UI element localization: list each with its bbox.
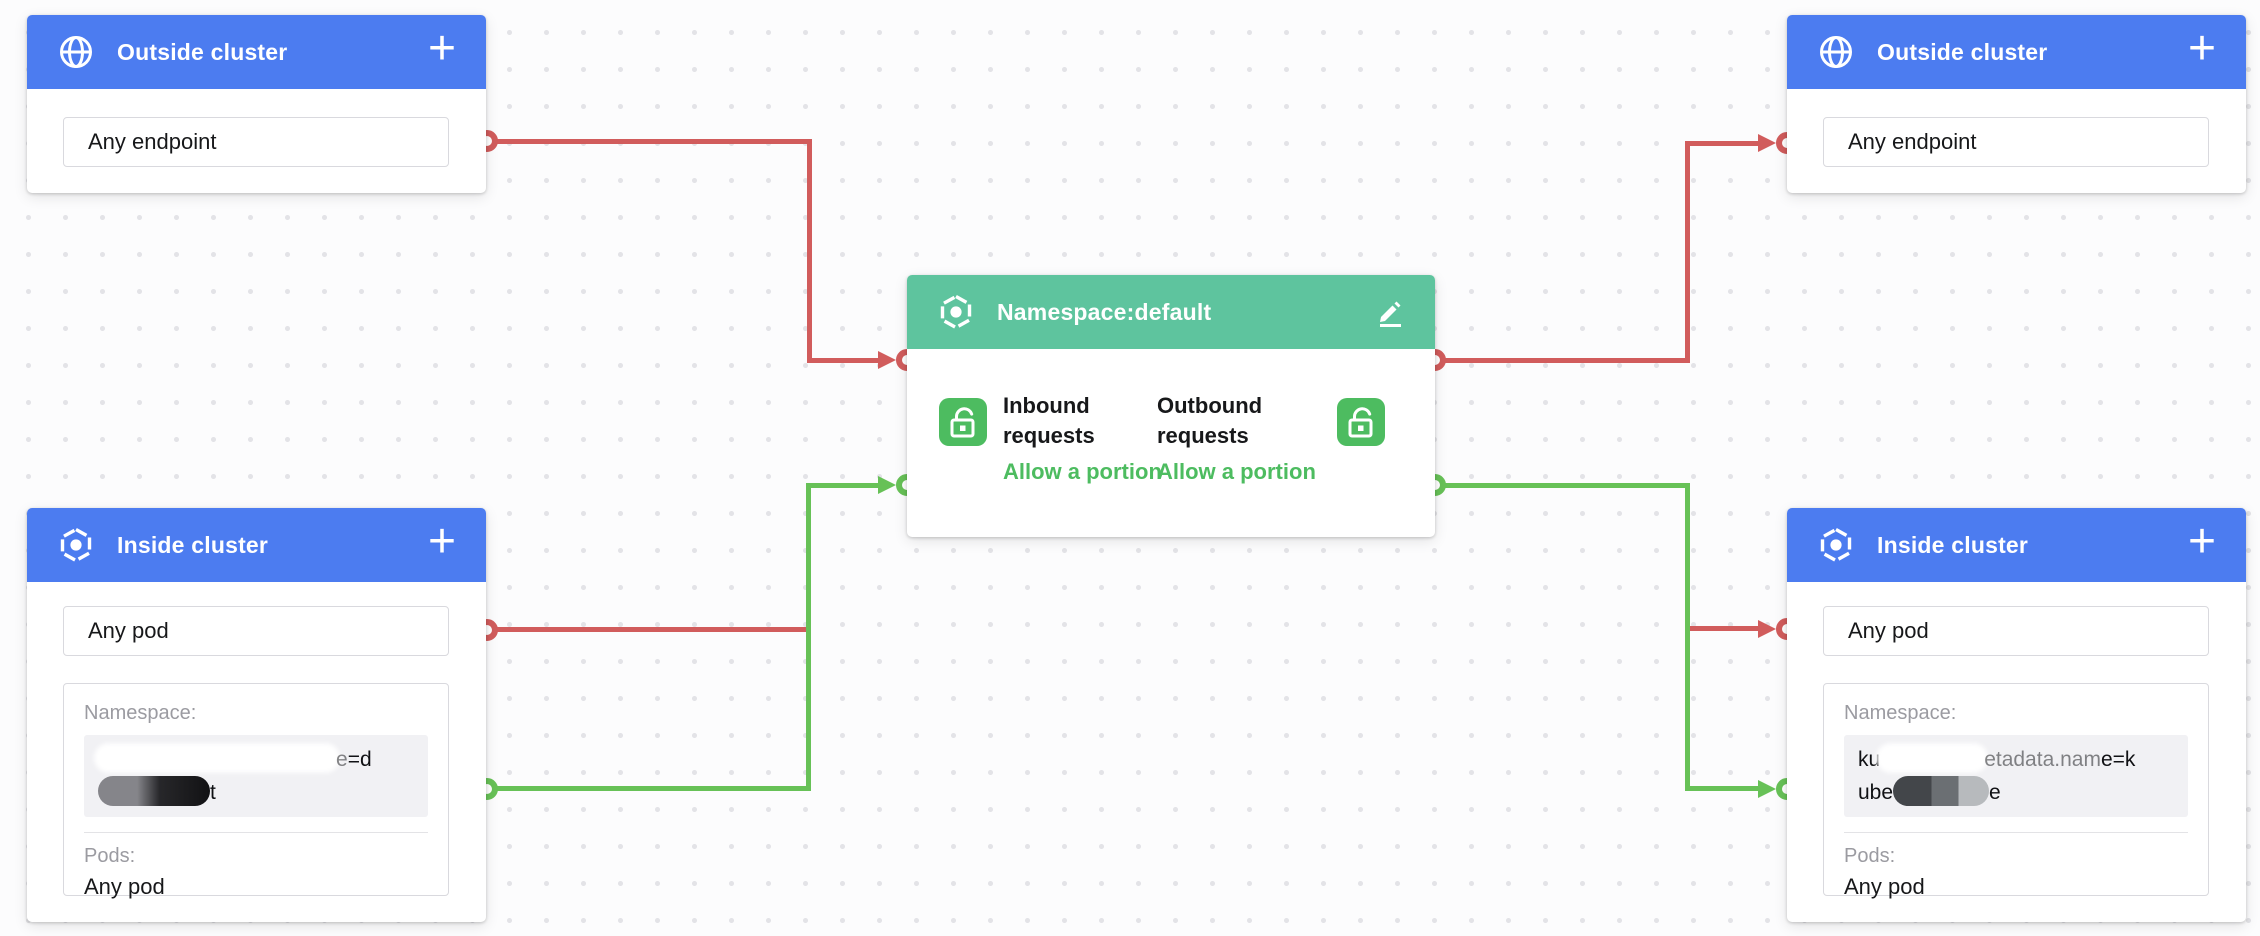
edge-red-inside-left-h (487, 627, 809, 632)
edge-red-out-of-center-h (1444, 358, 1690, 363)
endpoint-selector[interactable]: Any endpoint (63, 117, 449, 167)
outbound-requests-block: Outbound requests Allow a portion (1157, 391, 1316, 485)
edit-policy-button[interactable] (1375, 297, 1405, 327)
edge-green-left-trunk-v (806, 483, 811, 791)
inbound-allow-a-portion-link[interactable]: Allow a portion (1003, 459, 1162, 484)
namespace-label: Namespace: (84, 702, 197, 724)
inbound-requests-label: Inbound requests (1003, 393, 1095, 448)
card-header: Inside cluster + (27, 508, 486, 582)
pods-label: Pods: (1844, 845, 1896, 867)
pods-value: Any pod (1844, 874, 1925, 899)
redaction-bar (98, 776, 210, 806)
endpoint-selector[interactable]: Any endpoint (1823, 117, 2209, 167)
card-title: Outside cluster (117, 38, 288, 65)
edge-green-into-center-h (806, 483, 878, 488)
globe-icon (1820, 36, 1852, 68)
pod-selector[interactable]: Any pod (63, 606, 449, 656)
edit-pencil-icon (1380, 301, 1401, 327)
card-header: Outside cluster + (1787, 15, 2246, 89)
outbound-requests-label: Outbound requests (1157, 393, 1263, 448)
edge-red-into-center-h (807, 358, 878, 363)
card-title: Inside cluster (1877, 531, 2029, 558)
card-namespace-default: Namespace:default Inbound requests Allow… (907, 275, 1435, 537)
add-endpoint-button[interactable]: + (427, 22, 456, 75)
card-header: Outside cluster + (27, 15, 486, 89)
edge-red-left-trunk-v (807, 139, 812, 363)
arrowhead-red-inside-right (1758, 620, 1776, 638)
card-header: Namespace:default (907, 275, 1435, 349)
redaction-blur (98, 747, 336, 769)
pods-value: Any pod (84, 874, 165, 899)
pod-selector[interactable]: Any pod (1823, 606, 2209, 656)
hexagon-icon (940, 294, 972, 330)
arrowhead-red-center-in (878, 351, 896, 369)
globe-icon (60, 36, 92, 68)
arrowhead-green-inside-right (1758, 780, 1776, 798)
hexagon-icon (60, 527, 92, 563)
redaction-blur (1880, 747, 1985, 769)
divider (84, 832, 428, 833)
edge-green-inside-left-h (487, 786, 809, 791)
redaction-bar (1893, 776, 1990, 806)
card-header: Inside cluster + (1787, 508, 2246, 582)
pods-label: Pods: (84, 845, 136, 867)
edge-red-right-trunk-v (1685, 141, 1690, 363)
arrowhead-green-center-in (878, 476, 896, 494)
edge-green-out-of-center-h (1444, 483, 1690, 488)
add-pod-selector-button[interactable]: + (427, 515, 456, 568)
card-inside-cluster-left: Inside cluster + Any pod Namespace: e=d … (27, 508, 486, 922)
namespace-selector[interactable]: Namespace: e=d t Pods: Any pod (63, 683, 449, 899)
divider (1844, 832, 2188, 833)
add-endpoint-button[interactable]: + (2187, 22, 2216, 75)
edge-green-inside-right-h (1685, 786, 1760, 791)
card-title: Outside cluster (1877, 38, 2048, 65)
card-outside-cluster-left: Outside cluster + Any endpoint (27, 15, 486, 193)
edge-red-inside-right-h (1685, 626, 1760, 631)
card-outside-cluster-right: Outside cluster + Any endpoint (1787, 15, 2246, 193)
inbound-requests-block: Inbound requests Allow a portion (1003, 391, 1162, 485)
add-pod-selector-button[interactable]: + (2187, 515, 2216, 568)
edge-red-outside-left-h (487, 139, 809, 144)
outbound-allow-a-portion-link[interactable]: Allow a portion (1157, 459, 1316, 484)
outbound-unlock-icon[interactable] (1337, 398, 1385, 446)
card-title: Namespace:default (997, 298, 1212, 325)
edge-red-outside-right-h (1685, 141, 1760, 146)
arrowhead-red-outside-right (1758, 134, 1776, 152)
namespace-value: e=d t (84, 735, 428, 817)
inbound-unlock-icon[interactable] (939, 398, 987, 446)
edge-green-right-trunk-v (1685, 483, 1690, 791)
namespace-label: Namespace: (1844, 702, 1957, 724)
card-title: Inside cluster (117, 531, 269, 558)
hexagon-icon (1820, 527, 1852, 563)
